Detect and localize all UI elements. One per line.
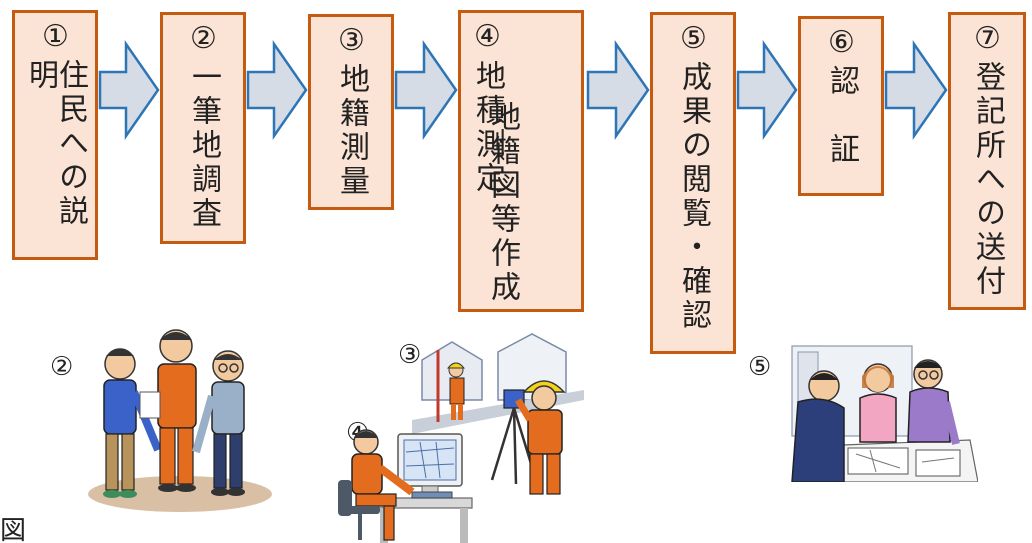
step-7-box: ⑦ 登記所への送付 <box>948 12 1026 310</box>
caption-fragment: 図 <box>0 516 27 543</box>
step-1-label: 住民への説明 <box>23 59 88 229</box>
step-3-box: ③ 地籍測量 <box>308 14 394 210</box>
step-1-number: ① <box>38 19 73 58</box>
arrow-1-to-2-icon <box>98 40 160 140</box>
arrow-6-to-7-icon <box>884 40 948 140</box>
step-4-box: ④ 地積測定 地籍図等作成 <box>458 10 584 312</box>
step-5-label: 成果の閲覧・確認 <box>676 61 711 333</box>
step-3-label: 地籍測量 <box>334 63 369 199</box>
arrow-5-to-6-icon <box>736 40 798 140</box>
step-6-number: ⑥ <box>824 25 859 64</box>
illustration-label-3: ③ <box>398 340 422 370</box>
arrow-4-to-5-icon <box>586 40 650 140</box>
field-survey-people-icon <box>88 329 272 512</box>
step-2-box: ② 一筆地調査 <box>160 12 246 244</box>
arrow-3-to-4-icon <box>394 40 458 140</box>
step-4-label-line-2: 地籍図等作成 <box>485 101 520 305</box>
map-review-meeting-icon <box>791 345 978 482</box>
computer-operator-icon <box>338 429 473 543</box>
illustration-label-5: ⑤ <box>748 352 772 382</box>
step-3-number: ③ <box>334 23 369 62</box>
illustration-label-2: ② <box>50 352 74 382</box>
step-5-box: ⑤ 成果の閲覧・確認 <box>650 12 736 354</box>
step-2-number: ② <box>186 21 221 60</box>
step-1-box: ① 住民への説明 <box>12 10 98 260</box>
step-6-box: ⑥ 認 証 <box>798 16 884 196</box>
step-4-number: ④ <box>470 19 505 58</box>
step-2-label: 一筆地調査 <box>186 61 221 231</box>
arrow-2-to-3-icon <box>246 40 308 140</box>
step-6-label: 認 証 <box>824 65 859 167</box>
step-4-label-line-1: 地積測定 <box>470 60 505 196</box>
surveyor-with-instrument-icon <box>412 333 584 495</box>
step-7-number: ⑦ <box>970 21 1005 60</box>
step-5-number: ⑤ <box>676 21 711 60</box>
step-7-label: 登記所への送付 <box>970 61 1005 299</box>
